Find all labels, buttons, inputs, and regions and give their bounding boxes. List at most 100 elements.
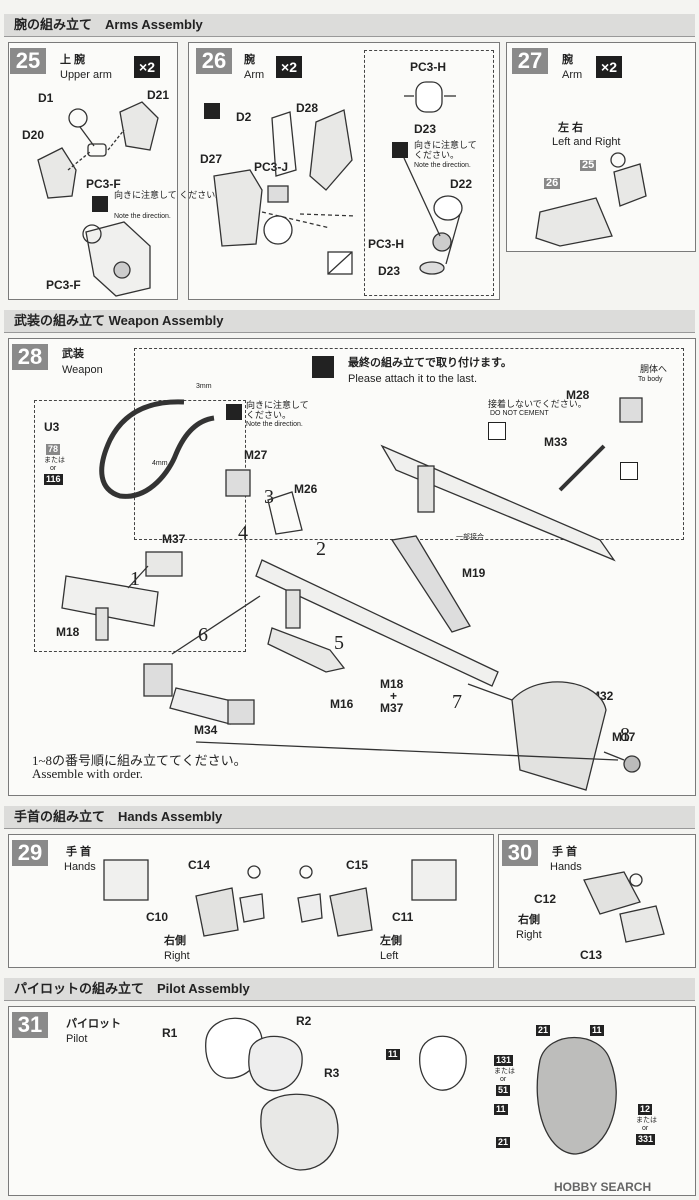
part-label: M28: [566, 388, 590, 402]
part-label: D2: [236, 110, 252, 124]
side-label-jp: 右側: [518, 914, 540, 926]
step-title-jp: 武装: [62, 348, 84, 360]
quantity-badge: ×2: [596, 56, 622, 78]
step-title-en: Upper arm: [60, 69, 112, 81]
or-jp: または: [636, 1117, 657, 1124]
part-label: PC3-F: [46, 278, 81, 292]
step-title-jp: 手 首: [66, 846, 92, 858]
dimension-label: 3mm: [196, 383, 212, 390]
hands-section-header: 手首の組み立て Hands Assembly: [4, 806, 695, 829]
plus-sign: +: [390, 689, 398, 703]
arms-section-header: 腕の組み立て Arms Assembly: [4, 14, 695, 37]
part-label: C11: [392, 910, 414, 924]
part-label: D23: [378, 264, 401, 278]
watermark: HOBBY SEARCH: [554, 1180, 652, 1194]
alt-part-badge: 116: [44, 474, 63, 485]
no-cement-jp: 接着しないでください。: [488, 399, 587, 409]
part-label: D27: [200, 152, 223, 166]
part-label: PC3-J: [254, 160, 289, 174]
part-label: C14: [188, 858, 211, 872]
side-label-en: Right: [164, 950, 190, 962]
step-title-jp: 腕: [244, 54, 255, 66]
step-title-jp: パイロット: [66, 1018, 121, 1030]
quantity-badge: ×2: [276, 56, 302, 78]
arm-drawing: [213, 109, 357, 275]
glue-icon: [204, 103, 220, 119]
step-title-en: Weapon: [62, 364, 103, 376]
part-label: M37: [380, 701, 404, 715]
part-label: M27: [244, 448, 268, 462]
pilot-section-header: パイロットの組み立て Pilot Assembly: [4, 978, 695, 1001]
part-label: PC3-H: [368, 237, 405, 251]
step-ref-badge: 25: [580, 159, 597, 171]
no-cement-icon: [488, 422, 506, 440]
part-label: C15: [346, 858, 369, 872]
order-number: 1: [130, 568, 140, 590]
part-label: D22: [450, 177, 473, 191]
side-label-en: Right: [516, 929, 542, 941]
part-label: U3: [44, 420, 60, 434]
caution-icon: [312, 356, 334, 378]
step-title-en: Hands: [550, 861, 582, 873]
step-ref-badge: 26: [544, 177, 561, 189]
sub-assembly-box: [364, 50, 494, 296]
or-en: or: [500, 1076, 507, 1083]
part-label: M18: [56, 625, 80, 639]
part-label: D21: [147, 88, 170, 102]
side-label-jp: 右側: [164, 935, 186, 947]
no-cement-icon: [620, 462, 638, 480]
part-label: PC3-H: [410, 60, 447, 74]
step-title-jp: 上 腕: [60, 54, 86, 66]
part-badge: 131: [494, 1055, 514, 1066]
step-title-jp: 手 首: [552, 846, 578, 858]
to-body-jp: 胴体へ: [640, 364, 668, 374]
step-title-en: Pilot: [66, 1033, 88, 1045]
or-jp: または: [494, 1068, 515, 1075]
part-label: M37: [162, 532, 186, 546]
order-number: 3: [264, 486, 274, 508]
step-title-en: Hands: [64, 861, 96, 873]
part-label: C13: [580, 948, 603, 962]
step-title-jp: 腕: [562, 54, 573, 66]
weapon-drawing: [61, 397, 643, 791]
side-label-en: Left and Right: [552, 136, 621, 148]
step-number: 26: [196, 48, 232, 74]
part-label: M16: [330, 697, 354, 711]
arm-final-drawing: [535, 152, 647, 247]
caution-icon: [92, 196, 108, 212]
note-en: Note the direction.: [246, 421, 303, 428]
step-title-en: Arm: [244, 69, 265, 81]
weapon-section-header: 武装の組み立て Weapon Assembly: [4, 310, 695, 333]
part-label: M26: [294, 482, 318, 496]
part-label: D1: [38, 91, 54, 105]
hands-drawing: [103, 859, 665, 943]
note-en: Note the direction.: [114, 213, 171, 220]
last-note-en: Please attach it to the last.: [348, 373, 478, 385]
u3-box: [34, 400, 246, 652]
or-en: or: [642, 1125, 649, 1132]
quantity-badge: ×2: [134, 56, 160, 78]
step-title-en: Arm: [562, 69, 583, 81]
order-note-en: Assemble with order.: [32, 766, 143, 781]
part-label: D28: [296, 101, 319, 115]
part-badge: 21: [536, 1025, 551, 1036]
or-jp: または: [44, 457, 65, 464]
order-number: 4: [238, 522, 248, 544]
order-number: 2: [316, 538, 326, 560]
part-label: M18: [380, 677, 404, 691]
side-label-en: Left: [380, 950, 399, 962]
order-number: 6: [198, 624, 208, 646]
side-label-jp: 左 右: [558, 122, 584, 134]
part-badge: 12: [638, 1104, 653, 1115]
part-badge: 11: [590, 1025, 604, 1036]
step-number: 25: [10, 48, 46, 74]
note-jp: 向きに注意して ください。: [114, 190, 225, 200]
step-number: 30: [502, 840, 538, 866]
upper-arm-drawing: [37, 101, 159, 297]
part-badge: 21: [496, 1137, 511, 1148]
part-label: C12: [534, 892, 557, 906]
step-number: 29: [12, 840, 48, 866]
dimension-label: 4mm: [152, 460, 168, 467]
note-en: Note the direction.: [414, 162, 471, 169]
